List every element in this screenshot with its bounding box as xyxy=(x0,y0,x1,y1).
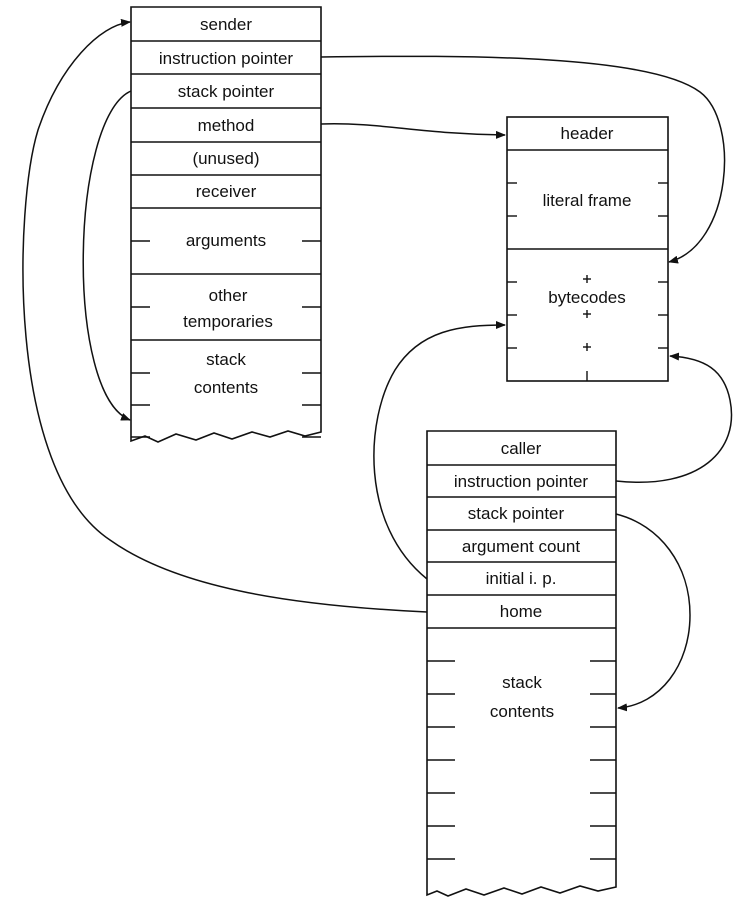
block-context-caller-label: caller xyxy=(501,439,542,458)
method-context-contents-label: contents xyxy=(194,378,258,397)
method-context-unused-label: (unused) xyxy=(192,149,259,168)
compiled-method-header-label: header xyxy=(561,124,614,143)
method-context-outline xyxy=(130,6,322,443)
method-context-sp-label: stack pointer xyxy=(178,82,275,101)
compiled-method: header literal frame bytecodes xyxy=(506,116,669,382)
bytecode-separator-marks xyxy=(583,275,591,351)
block-context-contents-label: contents xyxy=(490,702,554,721)
method-to-header-arrow xyxy=(320,123,506,139)
method-context-stack-label: stack xyxy=(206,350,246,369)
block-context-initial-ip-label: initial i. p. xyxy=(486,569,557,588)
block-context-sp-label: stack pointer xyxy=(468,504,565,523)
method-ip-to-bytecodes-arrow xyxy=(320,55,726,264)
block-context-ip-label: instruction pointer xyxy=(454,472,589,491)
method-context-arguments-label: arguments xyxy=(186,231,266,250)
method-context-temporaries-label: temporaries xyxy=(183,312,273,331)
block-context-stack-label: stack xyxy=(502,673,542,692)
method-context-method-label: method xyxy=(198,116,255,135)
block-context-outline xyxy=(426,430,617,897)
method-context-sender-label: sender xyxy=(200,15,252,34)
block-context: caller instruction pointer stack pointer… xyxy=(426,430,617,897)
method-context: sender instruction pointer stack pointer… xyxy=(130,6,322,443)
home-to-method-context-arrow xyxy=(22,18,428,613)
method-context-ip-label: instruction pointer xyxy=(159,49,294,68)
method-context-receiver-label: receiver xyxy=(196,182,257,201)
method-context-other-label: other xyxy=(209,286,248,305)
connections xyxy=(22,18,733,712)
compiled-method-literal-frame-label: literal frame xyxy=(543,191,632,210)
block-sp-to-stack-arrow xyxy=(615,513,691,712)
method-sp-to-stack-arrow xyxy=(82,90,132,421)
initial-ip-to-bytecodes-arrow xyxy=(373,321,506,580)
block-ip-to-bytecodes-arrow xyxy=(615,352,733,483)
compiled-method-bytecodes-label: bytecodes xyxy=(548,288,626,307)
block-context-argument-count-label: argument count xyxy=(462,537,580,556)
block-context-home-label: home xyxy=(500,602,543,621)
